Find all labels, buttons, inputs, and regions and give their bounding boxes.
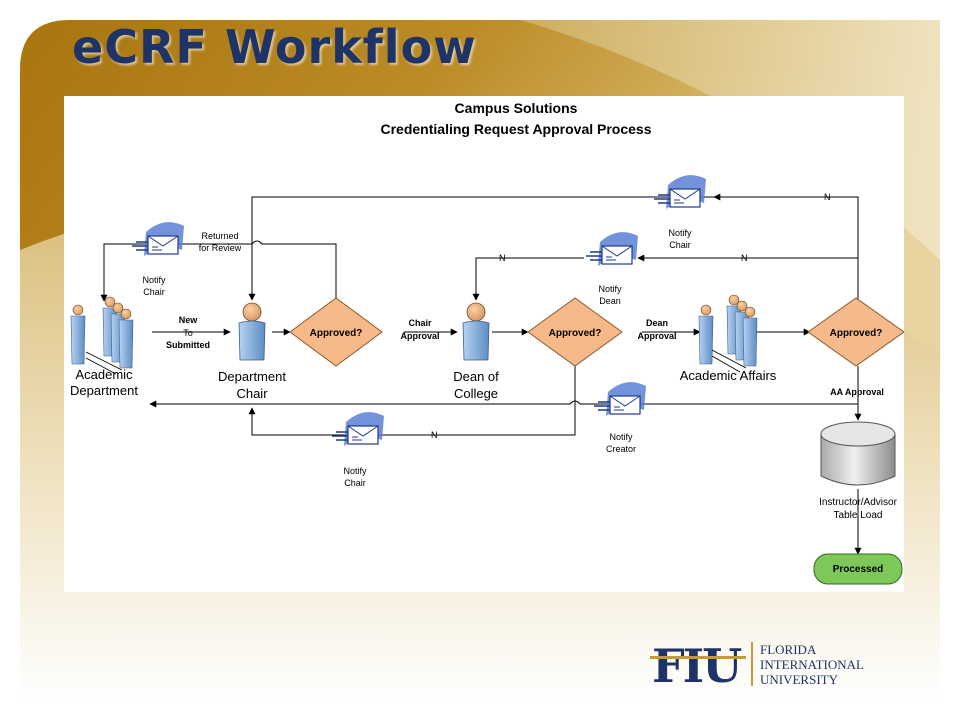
svg-text:To: To (183, 328, 193, 338)
decision-chair: Approved? (289, 297, 383, 367)
fiu-logo: FIU FLORIDA INTERNATIONAL UNIVERSITY (650, 639, 864, 690)
svg-text:Notify: Notify (668, 228, 692, 238)
label-aa-approval: AA Approval (830, 387, 884, 397)
actor-department-chair: Department Chair (218, 369, 286, 401)
logo-monogram: FIU (652, 639, 742, 690)
svg-text:Creator: Creator (606, 444, 636, 454)
svg-text:Processed: Processed (833, 564, 884, 575)
logo-line-2: INTERNATIONAL (760, 657, 864, 672)
decision-academic-affairs: Approved? (807, 297, 904, 367)
diagram-panel: Campus Solutions Credentialing Request A… (64, 96, 904, 592)
database-icon (820, 421, 896, 486)
decision-dean: Approved? (527, 297, 623, 367)
svg-text:Approved?: Approved? (310, 328, 363, 339)
notify-chair-top-label: Notify Chair (668, 228, 692, 250)
academic-affairs-group-icon (698, 294, 758, 373)
logo-line-3: UNIVERSITY (760, 672, 839, 687)
svg-text:Department: Department (70, 383, 138, 398)
svg-text:Instructor/Advisor: Instructor/Advisor (819, 497, 897, 508)
processed-terminal: Processed (813, 553, 903, 585)
notify-chair-bottom-label: Notify Chair (343, 466, 367, 488)
department-chair-icon (238, 302, 266, 361)
svg-text:Approved?: Approved? (549, 328, 602, 339)
svg-text:Notify: Notify (598, 284, 622, 294)
svg-text:Submitted: Submitted (166, 340, 210, 350)
label-n-dean-right: N (741, 253, 748, 263)
arrow-n-to-dean (472, 257, 584, 301)
svg-text:Dean of: Dean of (453, 369, 499, 384)
svg-text:for Review: for Review (199, 243, 242, 253)
svg-text:New: New (179, 315, 199, 325)
label-n-dean-left: N (499, 253, 506, 263)
arrow-n-decision2-to-chair (248, 366, 576, 436)
workflow-diagram: Campus Solutions Credentialing Request A… (70, 100, 904, 585)
arrow-to-academic-department (149, 400, 858, 408)
svg-text:Chair: Chair (344, 478, 366, 488)
notify-dean-icon (585, 231, 639, 267)
database-label: Instructor/Advisor Table Load (819, 497, 897, 521)
svg-text:Academic: Academic (75, 367, 133, 382)
notify-chair-left-label: Notify Chair (142, 275, 166, 297)
actor-academic-department: Academic Department (70, 367, 138, 398)
label-n-bottom: N (431, 430, 438, 440)
svg-text:Chair: Chair (669, 240, 691, 250)
svg-text:Chair: Chair (408, 318, 432, 328)
svg-text:Approval: Approval (400, 331, 439, 341)
svg-text:Dean: Dean (599, 296, 621, 306)
svg-text:Table Load: Table Load (834, 510, 883, 521)
actor-dean-of-college: Dean of College (453, 369, 499, 401)
svg-text:Chair: Chair (236, 386, 268, 401)
diagram-subtitle: Credentialing Request Approval Process (381, 121, 652, 137)
label-n-top: N (824, 192, 831, 202)
svg-text:Returned: Returned (201, 231, 238, 241)
svg-text:College: College (454, 386, 498, 401)
svg-text:Approval: Approval (637, 331, 676, 341)
notify-dean-label: Notify Dean (598, 284, 622, 306)
svg-text:Dean: Dean (646, 318, 668, 328)
logo-line-1: FLORIDA (760, 642, 817, 657)
svg-text:Approved?: Approved? (830, 328, 883, 339)
actor-academic-affairs: Academic Affairs (680, 368, 777, 383)
connectors (100, 193, 862, 555)
slide-title: eCRF Workflow (72, 20, 477, 74)
svg-text:Department: Department (218, 369, 286, 384)
diagram-title: Campus Solutions (455, 100, 578, 116)
label-new-submitted: New To Submitted (166, 315, 210, 350)
academic-department-group-icon (70, 296, 134, 375)
dean-of-college-icon (462, 302, 490, 361)
label-returned-for-review: Returned for Review (199, 231, 242, 253)
svg-text:Notify: Notify (609, 432, 633, 442)
notify-creator-icon (593, 381, 647, 417)
notify-creator-label: Notify Creator (606, 432, 636, 454)
svg-text:Notify: Notify (343, 466, 367, 476)
label-dean-approval: Dean Approval (637, 318, 676, 341)
svg-text:Notify: Notify (142, 275, 166, 285)
svg-text:Chair: Chair (143, 287, 165, 297)
notify-chair-bottom-icon (331, 411, 385, 447)
label-chair-approval: Chair Approval (400, 318, 439, 341)
arrow-n-decision3-to-chair (248, 196, 859, 301)
notify-chair-top-icon (653, 174, 707, 210)
notify-chair-left-icon (131, 221, 185, 257)
